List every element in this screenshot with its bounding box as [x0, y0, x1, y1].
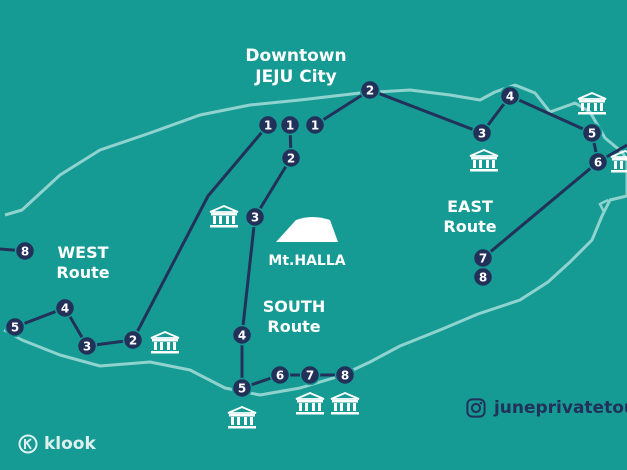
- brand-watermark: klook: [18, 434, 96, 454]
- south-route-label: SOUTH Route: [256, 297, 332, 336]
- west-route-line2: Route: [56, 262, 110, 282]
- stop-marker-east-7: 7: [472, 247, 494, 269]
- south-route-line2: Route: [267, 316, 321, 336]
- stop-marker-west-3: 3: [76, 335, 98, 357]
- stop-number: 1: [311, 119, 319, 133]
- stop-number: 2: [287, 152, 295, 166]
- stop-number: 8: [21, 245, 29, 259]
- stop-number: 3: [251, 211, 259, 225]
- stop-number: 2: [129, 334, 137, 348]
- stop-marker-west-5: 5: [4, 316, 26, 338]
- stop-marker-east-4: 4: [499, 85, 521, 107]
- west-route-label: WEST Route: [48, 243, 118, 282]
- stop-number: 5: [11, 321, 19, 335]
- stop-number: 3: [83, 340, 91, 354]
- museum-icon: [209, 205, 239, 229]
- stop-number: 6: [276, 369, 284, 383]
- route-line-west-a: [14, 124, 270, 348]
- brand-name: klook: [44, 434, 96, 454]
- museum-icon: [330, 392, 360, 416]
- instagram-handle-text: juneprivatetou: [493, 398, 627, 418]
- stop-marker-east-8: 8: [472, 266, 494, 288]
- city-label-line1: Downtown: [245, 46, 347, 66]
- city-label-line2: JEJU City: [255, 66, 337, 87]
- stop-marker-south-5: 5: [231, 377, 253, 399]
- stop-number: 4: [506, 90, 514, 104]
- stop-marker-south-6: 6: [269, 364, 291, 386]
- stop-marker-west-8: 8: [14, 240, 36, 262]
- stop-marker-south-7: 7: [299, 364, 321, 386]
- stop-number: 8: [341, 369, 349, 383]
- stop-marker-south-4: 4: [231, 324, 253, 346]
- east-route-line1: EAST: [447, 197, 493, 216]
- city-label: Downtown JEJU City: [236, 46, 356, 87]
- museum-icon: [150, 331, 180, 355]
- stop-number: 8: [479, 271, 487, 285]
- east-route-label: EAST Route: [432, 197, 508, 236]
- instagram-handle[interactable]: juneprivatetou: [466, 394, 627, 422]
- stop-number: 5: [588, 127, 596, 141]
- instagram-icon: [466, 398, 486, 418]
- stop-marker-east-6: 6: [587, 151, 609, 173]
- stop-number: 1: [286, 119, 294, 133]
- south-route-line1: SOUTH: [262, 297, 326, 316]
- island-outline-east-inlet: [598, 198, 609, 213]
- stop-marker-east-3: 3: [471, 122, 493, 144]
- klook-logo-icon: [18, 434, 38, 454]
- stop-number: 2: [366, 84, 374, 98]
- stop-number: 6: [594, 156, 602, 170]
- stop-marker-west-4: 4: [54, 297, 76, 319]
- mountain-label: Mt.HALLA: [268, 253, 346, 269]
- stop-marker-east-2: 2: [359, 79, 381, 101]
- east-route-line2: Route: [443, 216, 497, 236]
- stop-marker-west-1: 1: [257, 114, 279, 136]
- museum-icon: [227, 406, 257, 430]
- stop-marker-south-8: 8: [334, 364, 356, 386]
- stop-marker-south-3: 3: [244, 206, 266, 228]
- west-route-line1: WEST: [57, 243, 109, 262]
- stop-number: 3: [478, 127, 486, 141]
- stop-number: 4: [238, 329, 246, 343]
- museum-icon: [469, 149, 499, 173]
- stop-number: 7: [479, 252, 487, 266]
- stop-marker-east-1: 1: [304, 114, 326, 136]
- museum-icon: [295, 392, 325, 416]
- mountain-icon: [276, 217, 338, 242]
- stop-number: 7: [306, 369, 314, 383]
- island-outline: [3, 83, 627, 397]
- stop-marker-south-1: 1: [279, 114, 301, 136]
- museum-icon: [577, 92, 607, 116]
- stop-marker-south-2: 2: [280, 147, 302, 169]
- stop-number: 1: [264, 119, 272, 133]
- stop-marker-west-2: 2: [122, 329, 144, 351]
- stop-number: 5: [238, 382, 246, 396]
- stop-marker-east-5: 5: [581, 122, 603, 144]
- stop-number: 4: [61, 302, 69, 316]
